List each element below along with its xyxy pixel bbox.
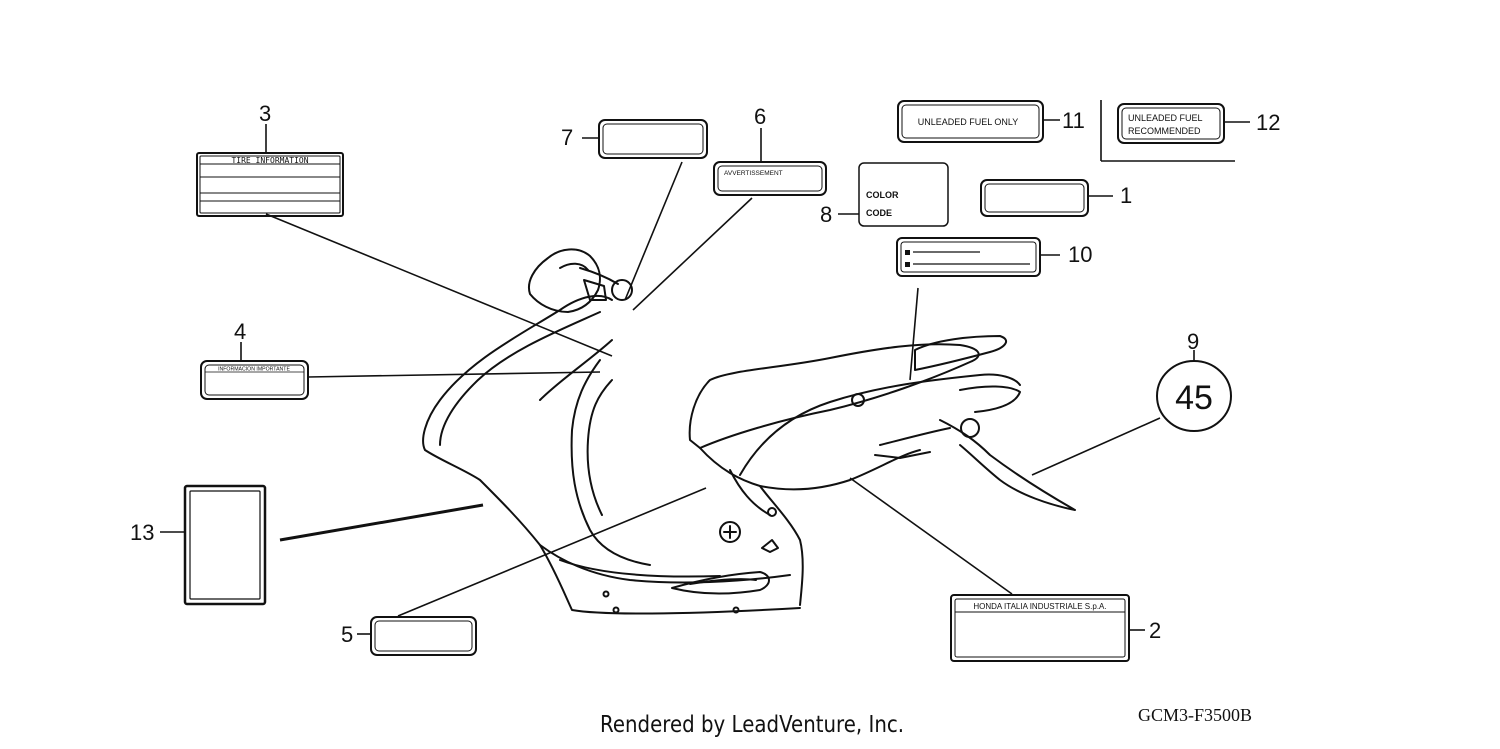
honda-italia-label: HONDA ITALIA INDUSTRIALE S.p.A. bbox=[973, 602, 1106, 611]
callout-6: 6 bbox=[754, 104, 766, 129]
callout-4: 4 bbox=[234, 319, 246, 344]
callout-12: 12 bbox=[1256, 110, 1280, 135]
callout-1: 1 bbox=[1120, 183, 1132, 208]
rendered-by-credit: Rendered by LeadVenture, Inc. bbox=[600, 712, 905, 738]
decal-7 bbox=[582, 119, 708, 159]
decal-5 bbox=[357, 616, 477, 656]
scooter-body-drawing bbox=[422, 248, 1076, 615]
callout-8: 8 bbox=[820, 202, 832, 227]
decal-13 bbox=[160, 484, 267, 606]
unleaded-fuel-only-label: UNLEADED FUEL ONLY bbox=[918, 117, 1019, 127]
callout-11: 11 bbox=[1062, 108, 1085, 133]
unleaded-fuel-label: UNLEADED FUEL bbox=[1128, 113, 1203, 123]
diagram-code: GCM3-F3500B bbox=[1138, 705, 1253, 725]
callout-9: 9 bbox=[1187, 329, 1199, 354]
callout-numbers: 1 2 3 4 5 6 7 8 9 10 11 12 13 bbox=[130, 101, 1280, 647]
recommended-label: RECOMMENDED bbox=[1128, 126, 1201, 136]
decal-honda-italia: HONDA ITALIA INDUSTRIALE S.p.A. bbox=[950, 594, 1145, 662]
callout-3: 3 bbox=[259, 101, 271, 126]
color-label: COLOR bbox=[866, 190, 899, 200]
decal-1 bbox=[980, 179, 1113, 217]
callout-5: 5 bbox=[341, 622, 353, 647]
decal-tire-information: TIRE INFORMATION bbox=[196, 124, 344, 217]
decal-speed-45: 45 bbox=[1156, 350, 1232, 432]
decal-informacion-importante: INFORMACION IMPORTANTE bbox=[200, 342, 309, 400]
decal-unleaded-fuel-only: UNLEADED FUEL ONLY bbox=[897, 100, 1060, 143]
callout-2: 2 bbox=[1149, 618, 1161, 643]
callout-7: 7 bbox=[561, 125, 573, 150]
callout-13: 13 bbox=[130, 520, 154, 545]
speed-45-label: 45 bbox=[1175, 379, 1213, 417]
avvertissement-label: AVVERTISSEMENT bbox=[724, 170, 783, 177]
decal-10 bbox=[896, 237, 1060, 277]
informacion-importante-label: INFORMACION IMPORTANTE bbox=[218, 367, 290, 373]
callout-10: 10 bbox=[1068, 242, 1092, 267]
decal-avvertissement: AVVERTISSEMENT bbox=[713, 128, 827, 196]
code-label: CODE bbox=[866, 208, 892, 218]
decal-color-code: COLOR CODE bbox=[838, 162, 949, 227]
decal-unleaded-fuel-recommended: UNLEADED FUEL RECOMMENDED bbox=[1100, 100, 1250, 162]
leader-lines bbox=[265, 161, 1161, 617]
tire-information-label: TIRE INFORMATION bbox=[231, 156, 308, 165]
